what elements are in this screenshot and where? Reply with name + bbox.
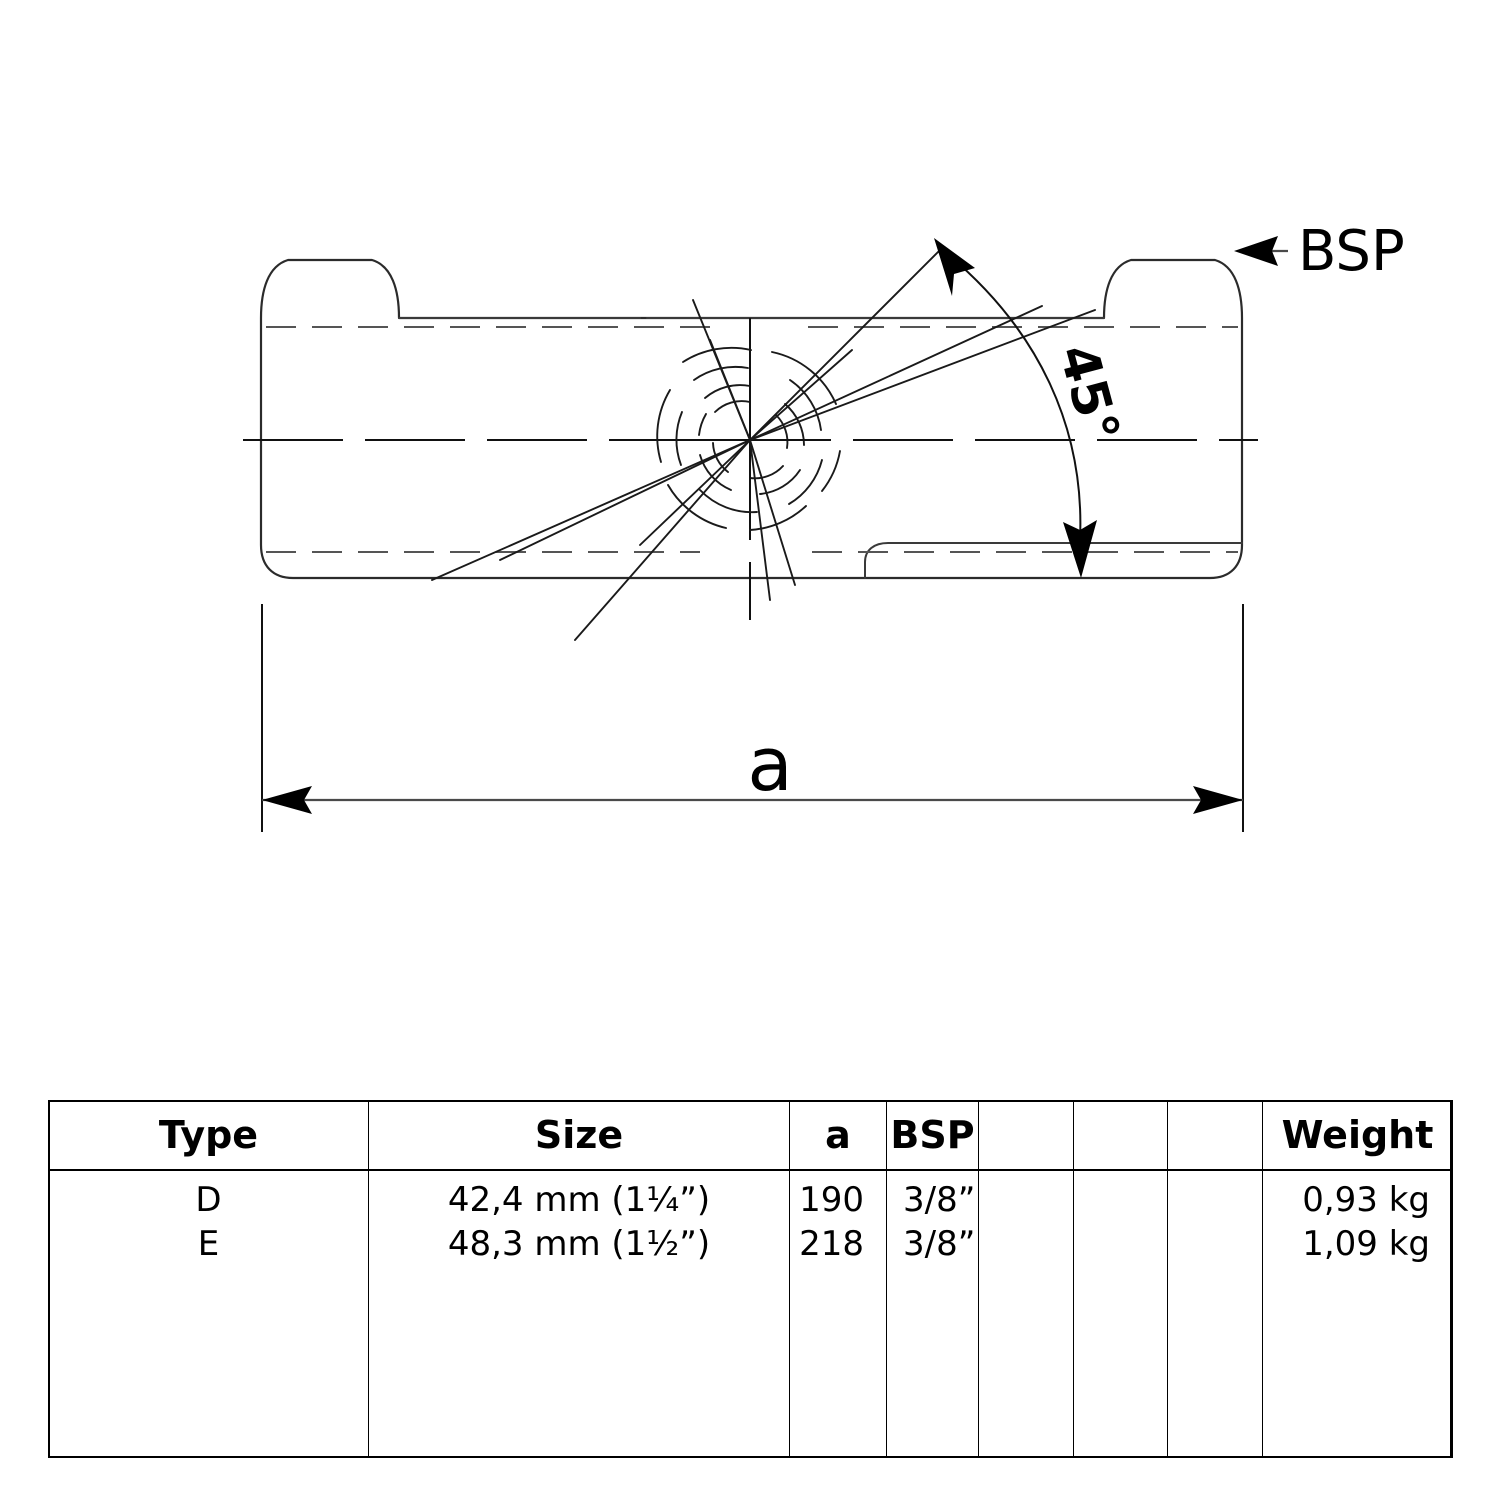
dimension-arrow-right-icon [1193,786,1243,814]
cell-size-row2: 48,3 mm (1½”) [447,1223,711,1264]
header-blank-3 [1167,1100,1263,1171]
arc-arrow-bottom-icon [1063,520,1097,578]
angle-dimension-arc [944,251,1082,541]
cell-bsp: 3/8” 3/8” [886,1170,979,1458]
angle-label: 45° [1047,338,1130,449]
lower-right-inner-edge [864,542,1243,579]
bsp-label: BSP [1298,219,1405,284]
spec-table-container: Type Size a BSP Weight D E 42,4 mm (1¼”)… [48,1100,1453,1458]
cell-weight-row2: 1,09 kg [1302,1223,1430,1264]
spec-table-body: D E 42,4 mm (1¼”) 48,3 mm (1½”) 190 218 … [48,1170,1453,1458]
dimension-label-a: a [747,722,792,808]
cell-a: 190 218 [789,1170,887,1458]
cell-blank-2 [1073,1170,1168,1458]
cell-type: D E [48,1170,369,1458]
body-outline [259,258,1244,580]
header-size: Size [368,1100,790,1171]
arc-arrow-top-icon [934,238,975,296]
table-row: D E 42,4 mm (1¼”) 48,3 mm (1½”) 190 218 … [48,1170,1453,1458]
dimension-arrow-left-icon [262,786,312,814]
center-hole-rings [656,346,841,531]
cell-type-row2: E [197,1223,220,1264]
header-type: Type [48,1100,369,1171]
bsp-arrow-left-icon [1234,236,1278,266]
cell-bsp-row1: 3/8” [903,1180,976,1220]
bsp-callout-group [1234,236,1288,266]
cell-bsp-row2: 3/8” [903,1223,976,1264]
header-blank-1 [978,1100,1074,1171]
cell-blank-3 [1167,1170,1263,1458]
cell-a-row1: 190 [799,1180,864,1220]
radiating-construction-lines [431,249,1096,641]
spec-table-head: Type Size a BSP Weight [48,1100,1453,1171]
cell-size-row1: 42,4 mm (1¼”) [447,1180,711,1220]
header-bsp: BSP [886,1100,979,1171]
header-row: Type Size a BSP Weight [48,1100,1453,1171]
cell-type-row1: D [195,1180,222,1220]
header-a: a [789,1100,887,1171]
cell-weight-row1: 0,93 kg [1302,1180,1430,1220]
header-blank-2 [1073,1100,1168,1171]
cell-a-row2: 218 [799,1223,864,1264]
spec-table: Type Size a BSP Weight D E 42,4 mm (1¼”)… [48,1100,1453,1458]
header-weight: Weight [1262,1100,1453,1171]
cell-blank-1 [978,1170,1074,1458]
cell-weight: 0,93 kg 1,09 kg [1262,1170,1453,1458]
cell-size: 42,4 mm (1¼”) 48,3 mm (1½”) [368,1170,790,1458]
